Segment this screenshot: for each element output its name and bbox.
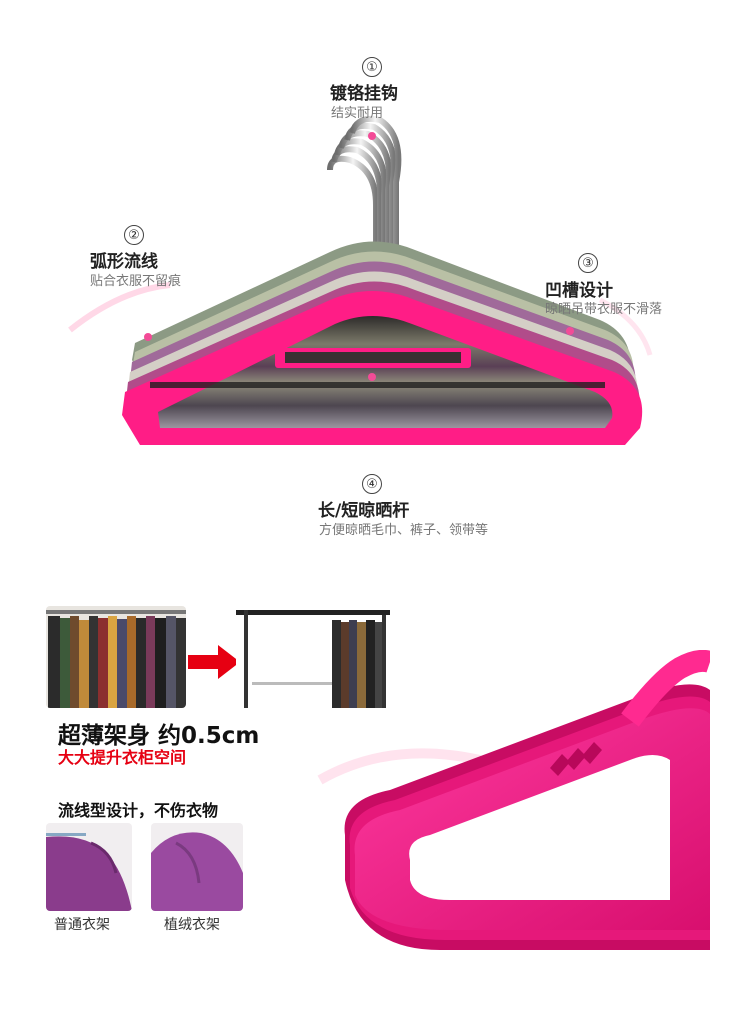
flocked-hanger-photo: [151, 823, 243, 911]
space-saving-rack-photo: [236, 606, 390, 708]
regular-hanger-caption: 普通衣架: [54, 917, 110, 933]
feature-number-1: ①: [362, 57, 382, 77]
feature-subtitle-3: 晾晒吊带衣服不滑落: [545, 302, 663, 317]
feature-title-1: 镀铬挂钩: [330, 84, 398, 104]
feature-title-3: 凹槽设计: [545, 281, 613, 301]
flocked-hanger-caption: 植绒衣架: [164, 917, 220, 933]
hanger-stack-illustration: [68, 115, 653, 445]
pointer-dot-3: [566, 327, 574, 335]
pointer-dot-1: [368, 132, 376, 140]
pink-hanger-closeup: [317, 650, 710, 950]
feature-number-3: ③: [578, 253, 598, 273]
feature-subtitle-2: 贴合衣服不留痕: [90, 274, 182, 289]
feature-subtitle-1: 结实耐用: [331, 106, 384, 121]
pointer-dot-4: [368, 373, 376, 381]
pointer-dot-2: [144, 333, 152, 341]
red-arrow-icon: [188, 645, 240, 679]
feature-number-2: ②: [124, 225, 144, 245]
feature-number-4: ④: [362, 474, 382, 494]
feature-subtitle-4: 方便晾晒毛巾、裤子、领带等: [319, 523, 489, 538]
feature-title-4: 长/短晾晒杆: [318, 501, 410, 521]
streamline-design-title: 流线型设计，不伤衣物: [58, 801, 219, 820]
hanger-bodies: [122, 241, 643, 445]
decor-arc-right: [598, 297, 653, 356]
thin-body-title: 超薄架身 约0.5cm: [58, 723, 260, 749]
feature-title-2: 弧形流线: [90, 252, 158, 272]
chrome-hooks: [327, 115, 402, 275]
thin-body-subtitle: 大大提升衣柜空间: [58, 748, 187, 767]
regular-hanger-photo: [46, 823, 132, 911]
crowded-wardrobe-photo: [46, 606, 186, 708]
decor-arc-left: [68, 282, 171, 333]
